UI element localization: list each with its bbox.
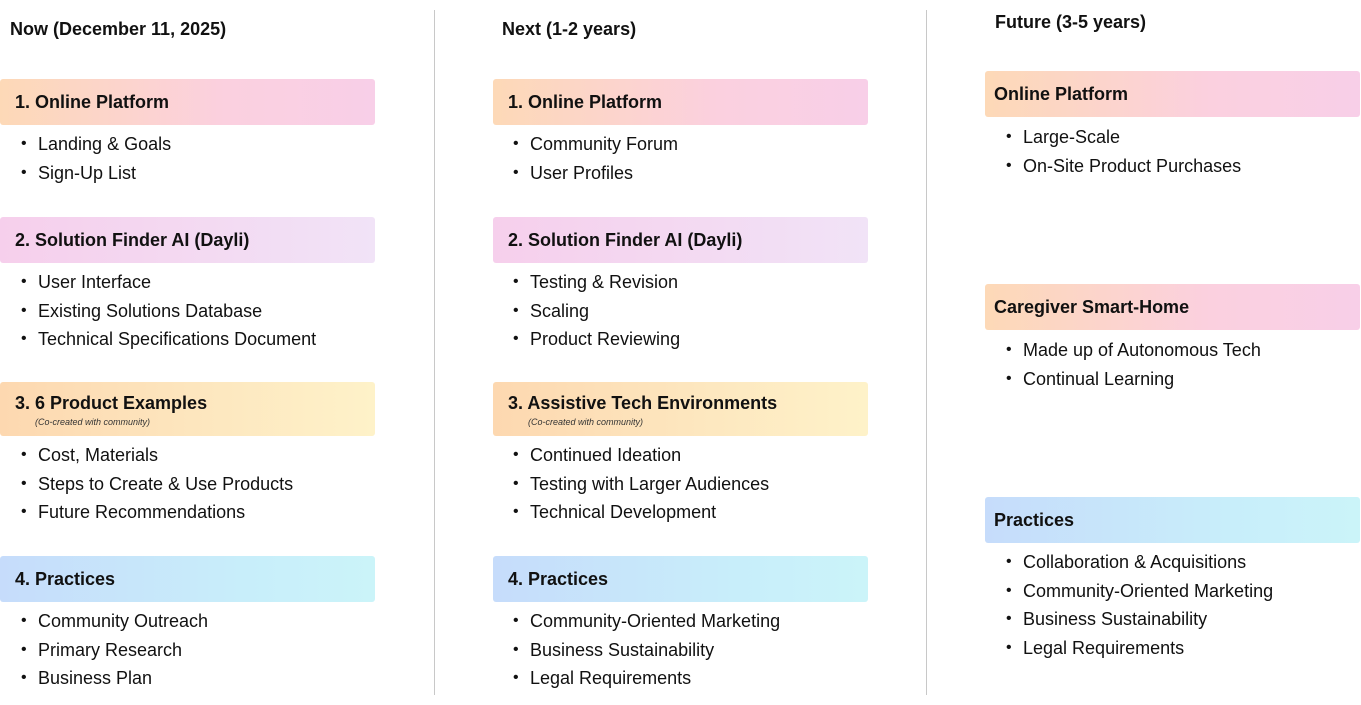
list-item: Testing & Revision: [512, 268, 680, 297]
column-title-next: Next (1-2 years): [502, 19, 637, 39]
list-item: User Profiles: [512, 159, 678, 188]
column-divider: [926, 10, 927, 695]
list-item: Made up of Autonomous Tech: [1005, 336, 1261, 365]
card-items-list: Collaboration & Acquisitions Community-O…: [1005, 548, 1273, 662]
list-item: Large-Scale: [1005, 123, 1241, 152]
card-title: 4. Practices: [15, 568, 116, 589]
card-future-caregiver-smart-home: Caregiver Smart-Home: [985, 284, 1360, 330]
card-next-assistive-tech: 3. Assistive Tech Environments (Co-creat…: [493, 382, 868, 436]
list-item: Sign-Up List: [20, 159, 171, 188]
card-now-solution-finder: 2. Solution Finder AI (Dayli): [0, 217, 375, 263]
card-title: 2. Solution Finder AI (Dayli): [508, 229, 743, 250]
card-subtitle: (Co-created with community): [35, 417, 151, 427]
card-items-list: Continued Ideation Testing with Larger A…: [512, 441, 769, 527]
list-item: Community-Oriented Marketing: [1005, 577, 1273, 606]
card-items-list: Landing & Goals Sign-Up List: [20, 130, 171, 187]
list-item: Primary Research: [20, 636, 208, 665]
card-items-list: User Interface Existing Solutions Databa…: [20, 268, 316, 354]
list-item: User Interface: [20, 268, 316, 297]
card-title: 4. Practices: [508, 568, 609, 589]
list-item: Technical Specifications Document: [20, 325, 316, 354]
card-next-solution-finder: 2. Solution Finder AI (Dayli): [493, 217, 868, 263]
list-item: Business Sustainability: [1005, 605, 1273, 634]
list-item: Community-Oriented Marketing: [512, 607, 780, 636]
card-now-practices: 4. Practices: [0, 556, 375, 602]
card-items-list: Cost, Materials Steps to Create & Use Pr…: [20, 441, 293, 527]
list-item: Scaling: [512, 297, 680, 326]
card-title: Online Platform: [994, 83, 1129, 104]
list-item: On-Site Product Purchases: [1005, 152, 1241, 181]
column-divider: [434, 10, 435, 695]
card-items-list: Community Outreach Primary Research Busi…: [20, 607, 208, 693]
list-item: Continual Learning: [1005, 365, 1261, 394]
card-title: 1. Online Platform: [508, 91, 663, 112]
card-items-list: Large-Scale On-Site Product Purchases: [1005, 123, 1241, 180]
card-title: 3. 6 Product Examples: [15, 393, 208, 413]
list-item: Community Outreach: [20, 607, 208, 636]
card-title: 1. Online Platform: [15, 91, 170, 112]
card-future-online-platform: Online Platform: [985, 71, 1360, 117]
list-item: Business Plan: [20, 664, 208, 693]
column-title-future: Future (3-5 years): [995, 12, 1147, 32]
card-items-list: Community Forum User Profiles: [512, 130, 678, 187]
card-next-online-platform: 1. Online Platform: [493, 79, 868, 125]
card-title: Practices: [994, 509, 1075, 530]
list-item: Collaboration & Acquisitions: [1005, 548, 1273, 577]
list-item: Landing & Goals: [20, 130, 171, 159]
list-item: Legal Requirements: [1005, 634, 1273, 663]
list-item: Business Sustainability: [512, 636, 780, 665]
list-item: Future Recommendations: [20, 498, 293, 527]
list-item: Community Forum: [512, 130, 678, 159]
list-item: Steps to Create & Use Products: [20, 470, 293, 499]
list-item: Technical Development: [512, 498, 769, 527]
column-title-now: Now (December 11, 2025): [10, 19, 227, 39]
card-title: 3. Assistive Tech Environments: [508, 393, 778, 413]
list-item: Continued Ideation: [512, 441, 769, 470]
list-item: Testing with Larger Audiences: [512, 470, 769, 499]
card-items-list: Testing & Revision Scaling Product Revie…: [512, 268, 680, 354]
list-item: Cost, Materials: [20, 441, 293, 470]
card-title: 2. Solution Finder AI (Dayli): [15, 229, 250, 250]
card-subtitle: (Co-created with community): [528, 417, 644, 427]
list-item: Product Reviewing: [512, 325, 680, 354]
list-item: Legal Requirements: [512, 664, 780, 693]
card-now-online-platform: 1. Online Platform: [0, 79, 375, 125]
list-item: Existing Solutions Database: [20, 297, 316, 326]
card-future-practices: Practices: [985, 497, 1360, 543]
card-next-practices: 4. Practices: [493, 556, 868, 602]
card-items-list: Community-Oriented Marketing Business Su…: [512, 607, 780, 693]
card-now-product-examples: 3. 6 Product Examples (Co-created with c…: [0, 382, 375, 436]
card-items-list: Made up of Autonomous Tech Continual Lea…: [1005, 336, 1261, 393]
card-title: Caregiver Smart-Home: [994, 296, 1190, 317]
